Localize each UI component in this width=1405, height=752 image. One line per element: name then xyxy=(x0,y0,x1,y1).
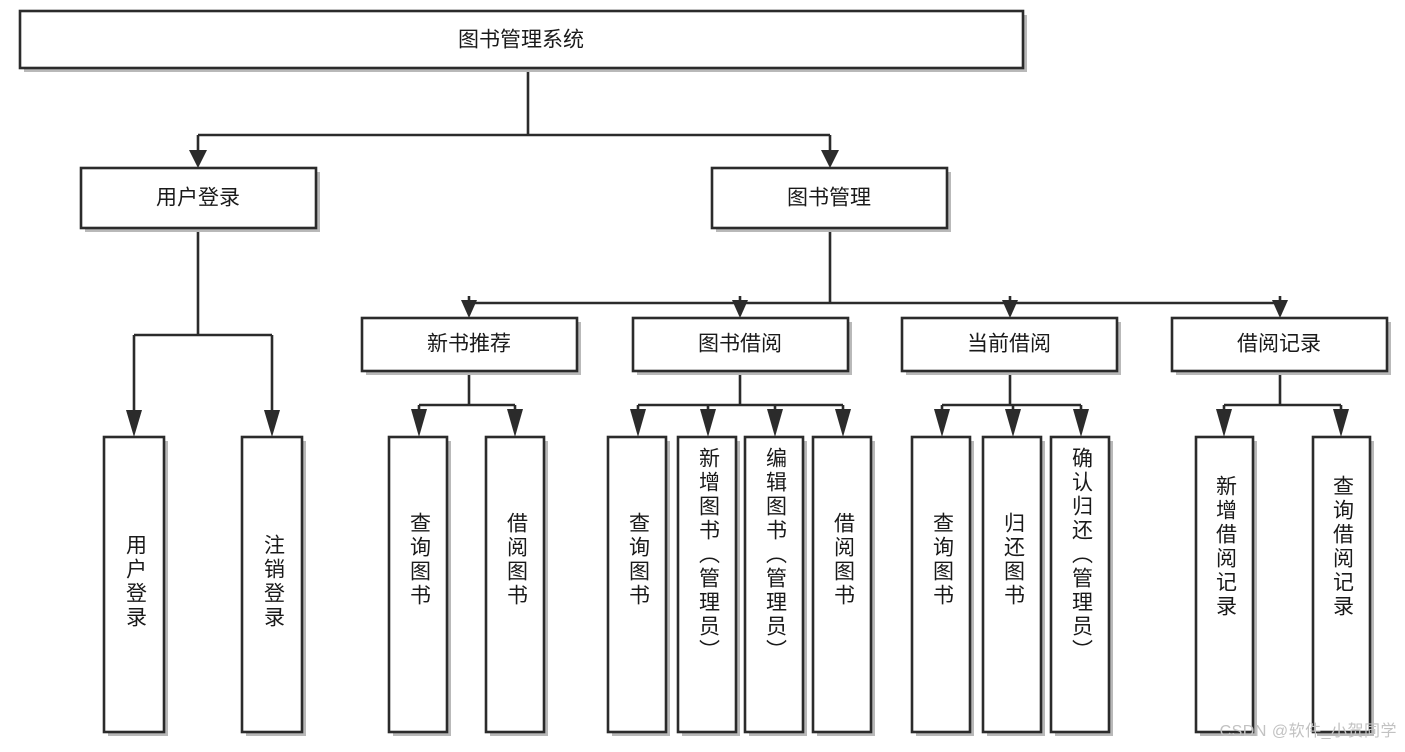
node-leaf-query-book-2-label: 查询图书 xyxy=(626,512,650,608)
node-leaf-query-book-1[interactable]: 查询图书 xyxy=(387,435,451,736)
arrow-to-user-login xyxy=(189,150,207,168)
node-book-manage-label: 图书管理 xyxy=(787,187,871,210)
node-leaf-add-book[interactable]: 新增图书（管理员） xyxy=(676,435,740,736)
arrow-to-leaf-query-book-2 xyxy=(630,409,646,437)
arrow-to-book-manage xyxy=(821,150,839,168)
arrow-to-leaf-add-book xyxy=(700,409,716,437)
node-user-login[interactable]: 用户登录 xyxy=(79,166,320,232)
node-new-book-rec-label: 新书推荐 xyxy=(427,333,511,356)
arrow-to-new-book-rec xyxy=(461,300,477,318)
node-leaf-borrow-book-1-box xyxy=(484,435,546,734)
node-leaf-borrow-book-2[interactable]: 借阅图书 xyxy=(811,435,875,736)
node-book-borrow[interactable]: 图书借阅 xyxy=(631,316,852,375)
node-leaf-query-book-1-box xyxy=(387,435,449,734)
node-leaf-user-login-box xyxy=(102,435,166,734)
arrow-to-leaf-return-book xyxy=(1005,409,1021,437)
arrow-to-book-borrow xyxy=(732,300,748,318)
connector-layer xyxy=(126,68,1349,437)
node-leaf-user-login-label: 用户登录 xyxy=(123,534,147,630)
node-leaf-return-book-box xyxy=(981,435,1043,734)
node-user-login-box xyxy=(79,166,318,230)
node-leaf-query-book-2[interactable]: 查询图书 xyxy=(606,435,670,736)
node-root-label: 图书管理系统 xyxy=(458,29,584,52)
csdn-watermark: CSDN @软件_小贺同学 xyxy=(1219,723,1397,740)
node-leaf-query-book-1-label: 查询图书 xyxy=(407,512,431,608)
node-root-box xyxy=(18,9,1025,70)
node-leaf-add-book-box xyxy=(676,435,738,734)
node-current-borrow[interactable]: 当前借阅 xyxy=(900,316,1121,375)
node-leaf-confirm-return-box xyxy=(1049,435,1111,734)
node-user-login-label: 用户登录 xyxy=(156,187,240,210)
node-leaf-borrow-book-1[interactable]: 借阅图书 xyxy=(484,435,548,736)
node-new-book-rec-box xyxy=(360,316,579,373)
node-leaf-edit-book-box xyxy=(743,435,805,734)
arrow-to-leaf-logout xyxy=(264,410,280,437)
arrow-to-leaf-confirm-return xyxy=(1073,409,1089,437)
node-leaf-logout-box xyxy=(240,435,304,734)
node-leaf-borrow-book-2-box xyxy=(811,435,873,734)
node-leaf-borrow-book-1-label: 借阅图书 xyxy=(504,512,528,608)
node-leaf-add-record-box xyxy=(1194,435,1255,734)
node-leaf-return-book-label: 归还图书 xyxy=(1001,512,1025,608)
arrow-to-leaf-borrow-book-1 xyxy=(507,409,523,437)
node-leaf-query-book-3-box xyxy=(910,435,972,734)
node-borrow-record[interactable]: 借阅记录 xyxy=(1170,316,1391,375)
node-leaf-query-book-3[interactable]: 查询图书 xyxy=(910,435,974,736)
node-leaf-user-login[interactable]: 用户登录 xyxy=(102,435,168,736)
node-root[interactable]: 图书管理系统 xyxy=(18,9,1027,72)
arrow-to-leaf-user-login xyxy=(126,410,142,437)
node-book-borrow-label: 图书借阅 xyxy=(698,333,782,356)
node-borrow-record-label: 借阅记录 xyxy=(1237,333,1321,356)
arrow-to-leaf-query-record xyxy=(1333,409,1349,437)
node-leaf-logout-label: 注销登录 xyxy=(261,534,285,630)
arrow-to-leaf-add-record xyxy=(1216,409,1232,437)
node-leaf-confirm-return-label: 确认归还（管理员） xyxy=(1069,447,1093,663)
node-leaf-add-book-label: 新增图书（管理员） xyxy=(696,447,720,663)
node-leaf-borrow-book-2-label: 借阅图书 xyxy=(831,512,855,608)
node-new-book-rec[interactable]: 新书推荐 xyxy=(360,316,581,375)
node-leaf-query-record-label: 查询借阅记录 xyxy=(1330,475,1354,619)
arrow-to-borrow-record xyxy=(1272,300,1288,318)
node-leaf-query-record[interactable]: 查询借阅记录 xyxy=(1311,435,1374,736)
node-leaf-add-record[interactable]: 新增借阅记录 xyxy=(1194,435,1257,736)
arrow-to-leaf-borrow-book-2 xyxy=(835,409,851,437)
node-leaf-add-record-label: 新增借阅记录 xyxy=(1213,475,1237,619)
node-borrow-record-box xyxy=(1170,316,1389,373)
node-book-manage-box xyxy=(710,166,949,230)
node-book-borrow-box xyxy=(631,316,850,373)
node-book-manage[interactable]: 图书管理 xyxy=(710,166,951,232)
node-leaf-return-book[interactable]: 归还图书 xyxy=(981,435,1045,736)
arrow-to-leaf-query-book-1 xyxy=(411,409,427,437)
node-current-borrow-label: 当前借阅 xyxy=(967,333,1051,356)
node-leaf-query-record-box xyxy=(1311,435,1372,734)
node-leaf-confirm-return[interactable]: 确认归还（管理员） xyxy=(1049,435,1113,736)
arrow-to-leaf-edit-book xyxy=(767,409,783,437)
node-leaf-logout[interactable]: 注销登录 xyxy=(240,435,306,736)
node-leaf-edit-book[interactable]: 编辑图书（管理员） xyxy=(743,435,807,736)
arrow-to-leaf-query-book-3 xyxy=(934,409,950,437)
arrow-to-current-borrow xyxy=(1002,300,1018,318)
node-leaf-edit-book-label: 编辑图书（管理员） xyxy=(763,447,787,663)
node-leaf-query-book-3-label: 查询图书 xyxy=(930,512,954,608)
node-leaf-query-book-2-box xyxy=(606,435,668,734)
node-current-borrow-box xyxy=(900,316,1119,373)
